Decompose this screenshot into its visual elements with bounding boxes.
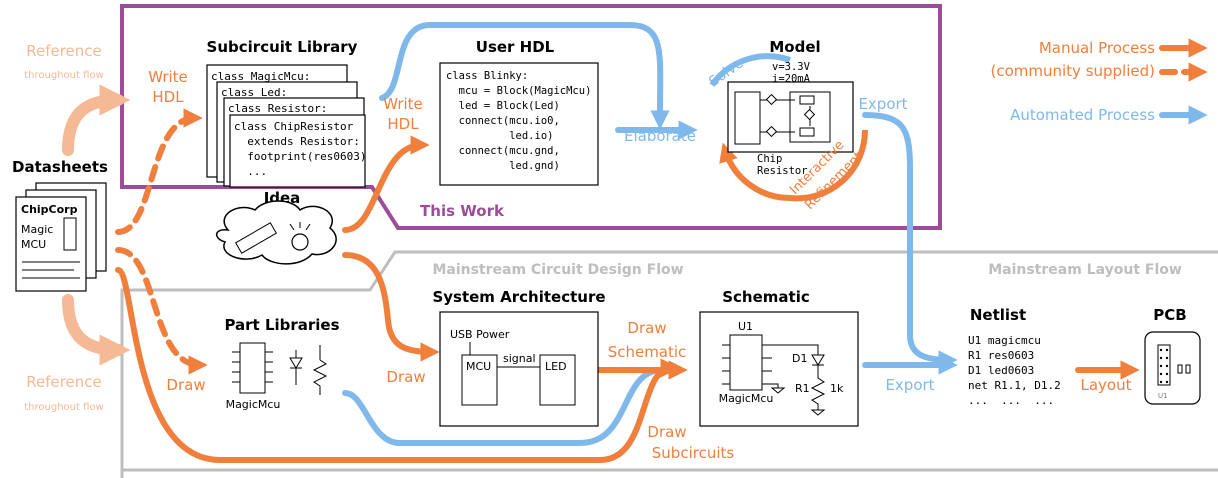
mainstream-design-flow-label: Mainstream Circuit Design Flow (432, 262, 683, 278)
netlist-title: Netlist (970, 306, 1026, 324)
datasheets-title: Datasheets (12, 158, 108, 176)
sysarch-signal: signal (503, 352, 536, 365)
model-current: i=20mA (772, 73, 811, 85)
label-draw-schematic-b: Schematic (608, 343, 687, 361)
model-title: Model (769, 38, 820, 56)
part-libraries-part-label: MagicMcu (226, 398, 281, 411)
pcb-title: PCB (1153, 306, 1186, 324)
reference-top-label: Reference (26, 42, 102, 60)
legend-manual-process: Manual Process (1039, 39, 1155, 57)
sysarch-led: LED (545, 360, 567, 373)
subcircuit-front-2: footprint(res0603) (234, 150, 366, 163)
model-voltage: v=3.3V (772, 61, 811, 73)
this-work-boundary (120, 4, 942, 230)
subcircuit-library-title: Subcircuit Library (207, 38, 358, 56)
label-write-hdl-2b: HDL (387, 115, 419, 133)
hdl-line-4: led.io) (446, 130, 553, 142)
subcircuit-line-2: class Resistor: (228, 102, 327, 115)
this-work-label: This Work (420, 202, 505, 220)
system-architecture: System Architecture USB Power MCU LED si… (432, 288, 606, 427)
user-hdl: User HDL class Blinky: mcu = Block(Magic… (439, 38, 599, 186)
subcircuit-line-1: class Led: (221, 86, 287, 99)
legend-automated-process: Automated Process (1010, 106, 1155, 124)
netlist-line-3: net R1.1, D1.2 (968, 379, 1061, 392)
legend: Manual Process (community supplied) Auto… (990, 39, 1155, 124)
model-chip: Chip (757, 153, 782, 165)
datasheet-chip-icon (63, 217, 77, 251)
automated-flows (342, 22, 1208, 446)
label-write-hdl-2a: Write (383, 95, 423, 113)
schematic-r1: R1 (795, 382, 810, 395)
label-elaborate: Elaborate (624, 127, 696, 145)
subcircuit-front-3: ... (234, 165, 267, 178)
legend-community-supplied: (community supplied) (990, 62, 1155, 80)
reference-top-sublabel: throughout flow (24, 70, 103, 81)
subcircuit-front-1: extends Resistor: (234, 135, 360, 148)
netlist-line-1: R1 res0603 (968, 349, 1034, 362)
datasheets-company: ChipCorp (21, 203, 78, 216)
subcircuit-front-0: class ChipResistor (234, 120, 354, 133)
subcircuit-library: Subcircuit Library class MagicMcu: class… (206, 38, 366, 188)
reference-bottom-sublabel: throughout flow (24, 402, 103, 413)
mainstream-layout-flow-label: Mainstream Layout Flow (988, 262, 1182, 278)
datasheets-part-line1: Magic (21, 223, 53, 236)
pcb: PCB U1 (1144, 306, 1201, 405)
sysarch-mcu: MCU (466, 360, 491, 373)
reference-bottom-label: Reference (26, 373, 102, 391)
netlist-line-2: D1 led0603 (968, 364, 1034, 377)
label-draw-left: Draw (166, 376, 205, 394)
label-layout: Layout (1081, 376, 1132, 394)
manual-flows (115, 38, 1208, 463)
datasheets-part-line2: MCU (21, 238, 46, 251)
reference-labels: Reference throughout flow Reference thro… (24, 42, 103, 413)
part-libraries-title: Part Libraries (224, 316, 339, 334)
label-draw-schematic-a: Draw (627, 319, 666, 337)
hdl-line-0: class Blinky: (446, 70, 528, 82)
label-draw-mid: Draw (386, 368, 425, 386)
label-write-hdl-1a: Write (148, 68, 188, 86)
netlist-line-4: ... ... ... (968, 394, 1054, 407)
subcircuit-line-0: class MagicMcu: (211, 70, 310, 83)
schematic-d1: D1 (792, 352, 807, 365)
datasheets: Datasheets ChipCorp Magic MCU (12, 158, 108, 292)
hdl-line-6: led.gnd) (446, 160, 560, 172)
label-export-bottom: Export (885, 376, 934, 394)
schematic-r-value: 1k (830, 382, 844, 395)
hdl-line-2: led = Block(Led) (446, 100, 560, 112)
model-resistor: Resistor (757, 165, 808, 177)
netlist: Netlist U1 magicmcu R1 res0603 D1 led060… (968, 306, 1061, 407)
netlist-line-0: U1 magicmcu (968, 334, 1041, 347)
schematic: Schematic U1 D1 R1 1k MagicMcu (699, 288, 859, 427)
hdl-line-1: mcu = Block(MagicMcu) (446, 85, 591, 97)
model: Model Solve v=3.3V i=20mA Chip Resistor … (706, 38, 869, 213)
community-flows (115, 62, 1208, 375)
idea: Idea (216, 189, 337, 265)
label-draw-subcircuits-b: Subcircuits (652, 444, 735, 462)
label-draw-subcircuits-a: Draw (647, 423, 686, 441)
schematic-u1: U1 (738, 320, 753, 333)
pcb-u1: U1 (1158, 392, 1168, 400)
flow-labels: Write HDL Write HDL Elaborate Export Exp… (148, 68, 1131, 462)
user-hdl-title: User HDL (476, 38, 555, 56)
schematic-title: Schematic (722, 288, 810, 306)
label-export-top: Export (858, 95, 907, 113)
schematic-part-label: MagicMcu (719, 392, 774, 405)
label-write-hdl-1b: HDL (152, 88, 184, 106)
hdl-line-5: connect(mcu.gnd, (446, 145, 560, 157)
hdl-line-3: connect(mcu.io0, (446, 115, 560, 127)
system-architecture-title: System Architecture (432, 288, 605, 306)
part-libraries: Part Libraries MagicMcu (224, 316, 339, 411)
sysarch-usb-power: USB Power (450, 328, 510, 341)
reference-arrows (62, 84, 131, 366)
